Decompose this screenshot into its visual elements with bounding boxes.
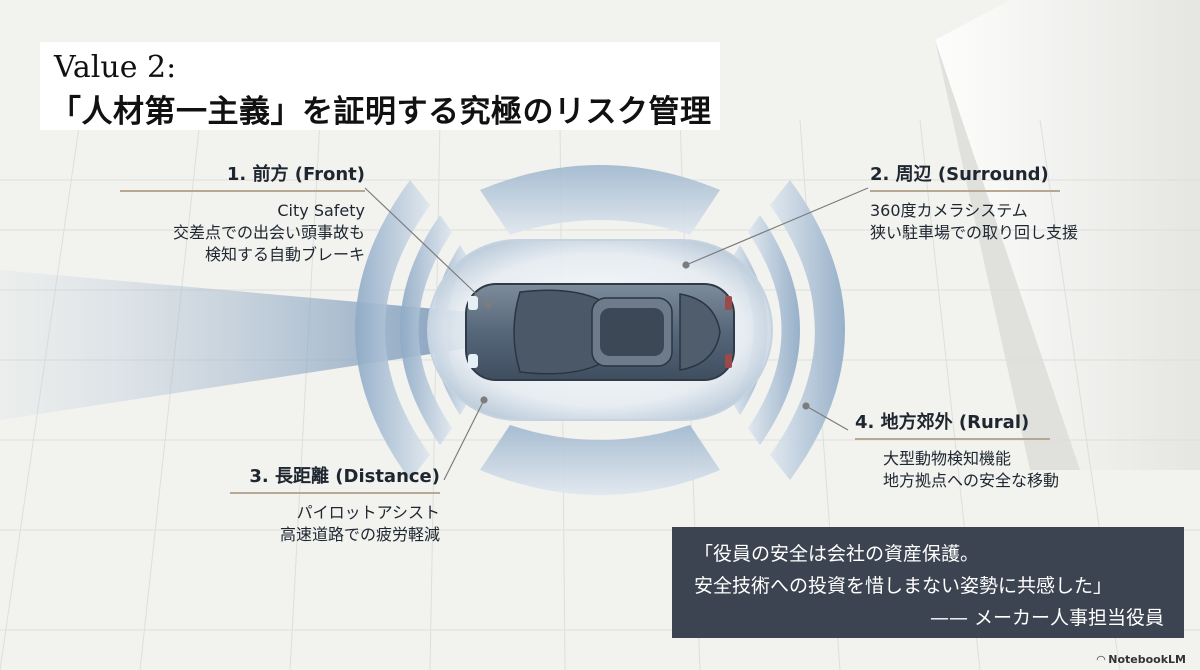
label-distance-line-1: パイロットアシスト xyxy=(296,503,440,522)
leader-lines xyxy=(364,187,869,481)
label-rural-line-2: 地方拠点への安全な移動 xyxy=(883,471,1060,490)
car-top-view xyxy=(465,283,735,381)
label-front-heading: 1. 前方 (Front) xyxy=(226,164,365,185)
label-distance-heading: 3. 長距離 (Distance) xyxy=(249,466,440,487)
testimonial-quote: 「役員の安全は会社の資産保護。 安全技術への投資を惜しまない姿勢に共感した」 —… xyxy=(672,527,1184,638)
label-front-rule xyxy=(120,190,365,192)
label-surround-rule xyxy=(870,190,1060,192)
long-range-beam xyxy=(0,270,470,420)
label-rural-heading: 4. 地方郊外 (Rural) xyxy=(855,412,1030,433)
quote-attribution: —— メーカー人事担当役員 xyxy=(929,607,1164,629)
sensor-arc-bottom xyxy=(480,425,720,495)
background-prism xyxy=(935,0,1200,470)
notebooklm-logo-icon: ◠ xyxy=(1096,653,1106,666)
label-surround-line-2: 狭い駐車場での取り回し支援 xyxy=(870,223,1079,242)
label-front-line-3: 検知する自動ブレーキ xyxy=(204,245,365,264)
page-title: 「人材第一主義」を証明する究極のリスク管理 xyxy=(50,94,712,130)
label-surround-line-1: 360度カメラシステム xyxy=(870,201,1028,220)
quote-line-1: 「役員の安全は会社の資産保護。 xyxy=(694,543,980,565)
title-value-number: Value 2: xyxy=(54,50,177,85)
label-surround-heading: 2. 周辺 (Surround) xyxy=(870,164,1049,185)
label-front-line-2: 交差点での出会い頭事故も xyxy=(172,223,365,242)
label-front-line-1: City Safety xyxy=(277,201,365,220)
brand-watermark: ◠NotebookLM xyxy=(1097,653,1186,666)
brand-name: NotebookLM xyxy=(1108,653,1186,666)
title-box: Value 2: 「人材第一主義」を証明する究極のリスク管理 xyxy=(40,42,720,130)
label-distance-line-2: 高速道路での疲労軽減 xyxy=(279,525,440,544)
quote-line-2: 安全技術への投資を惜しまない姿勢に共感した」 xyxy=(694,575,1113,597)
label-distance: 3. 長距離 (Distance) パイロットアシスト 高速道路での疲労軽減 xyxy=(230,462,440,546)
label-rural-rule xyxy=(855,438,1050,440)
label-rural: 4. 地方郊外 (Rural) 大型動物検知機能 地方拠点への安全な移動 xyxy=(855,408,1060,492)
label-front: 1. 前方 (Front) City Safety 交差点での出会い頭事故も 検… xyxy=(120,160,365,266)
label-surround: 2. 周辺 (Surround) 360度カメラシステム 狭い駐車場での取り回し… xyxy=(870,160,1079,244)
sensor-arc-top xyxy=(480,165,720,235)
label-rural-line-1: 大型動物検知機能 xyxy=(883,449,1012,468)
label-distance-rule xyxy=(230,492,440,494)
